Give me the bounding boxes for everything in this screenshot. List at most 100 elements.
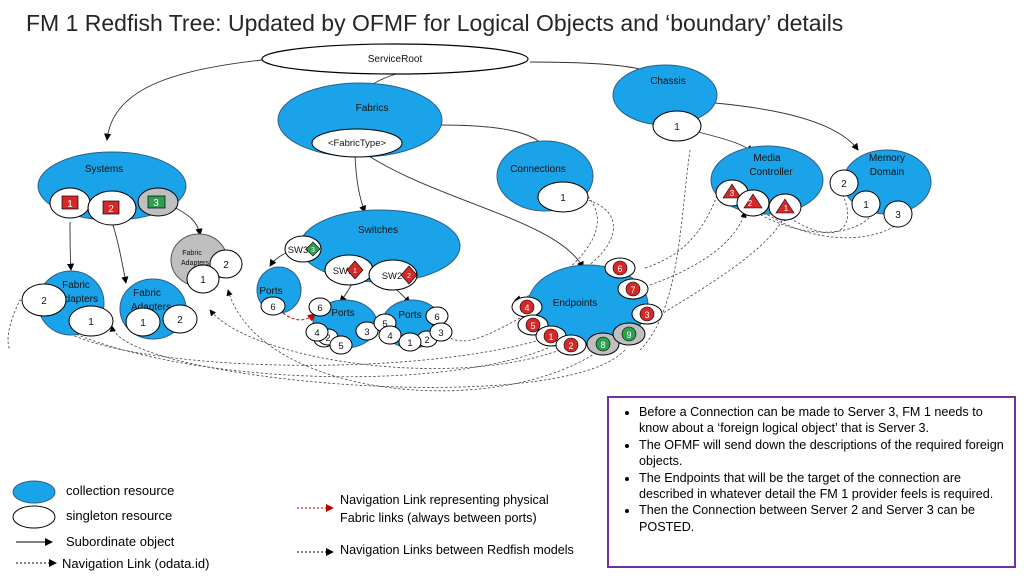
endpoints-collection[interactable]: Endpoints 6 7 3 4 5 1 2 8 9 [511, 257, 663, 356]
system-3-badge: 3 [153, 198, 159, 209]
endpoints-label: Endpoints [553, 298, 597, 309]
p2-port-1: 1 [407, 338, 412, 349]
legend-singleton-swatch [12, 505, 56, 529]
endpoint-8: 8 [600, 340, 605, 350]
ports-sw1-label: Ports [331, 308, 354, 319]
fabric-adapters-mid-collection[interactable]: Fabric Adapters 1 2 [119, 278, 198, 340]
note-item: The OFMF will send down the descriptions… [639, 437, 1006, 470]
p2-port-4: 4 [387, 331, 392, 342]
left-fa-label-1: Fabric [62, 280, 90, 291]
ports-sw2-label: Ports [398, 310, 421, 321]
p1-port-3: 3 [364, 327, 369, 338]
service-root-label: ServiceRoot [368, 54, 423, 65]
memory-domain-item-2: 2 [841, 179, 847, 190]
system-2-badge: 2 [108, 204, 114, 215]
note-item: The Endpoints that will be the target of… [639, 470, 1006, 503]
mid-fa-item-2: 2 [177, 315, 183, 326]
ports-sw1-collection[interactable]: Ports 6 1 2 4 5 3 [305, 297, 379, 355]
fabric-adapters-gray-collection[interactable]: Fabric Adapters 2 1 [170, 233, 243, 294]
legend-odata-label: Navigation Link (odata.id) [62, 556, 210, 571]
legend-physical-line-2: Fabric links (always between ports) [340, 511, 537, 525]
notes-box: Before a Connection can be made to Serve… [607, 396, 1016, 568]
media-controller-label-2: Controller [749, 167, 793, 178]
legend-shapes [12, 480, 334, 567]
switches-collection[interactable]: Switches SW3 3 SW1 1 SW2 2 [284, 209, 461, 291]
media-controller-item-1: 1 [784, 204, 789, 213]
endpoint-1: 1 [548, 332, 553, 342]
sw3-badge: 3 [311, 247, 315, 254]
legend-physical-label: Navigation Link representing physical Fa… [340, 491, 549, 527]
switches-label: Switches [358, 225, 398, 236]
legend-collection-swatch [12, 480, 56, 504]
endpoint-7: 7 [630, 285, 635, 295]
sw3-label: SW3 [288, 245, 309, 256]
endpoint-5: 5 [530, 321, 535, 331]
p2-port-5: 5 [382, 319, 387, 330]
fabrics-label: Fabrics [356, 103, 389, 114]
left-fa-item-1: 1 [88, 317, 94, 328]
memory-domain-label-1: Memory [869, 153, 905, 164]
p1-port-6: 6 [317, 303, 322, 314]
legend-models-label: Navigation Links between Redfish models [340, 543, 574, 557]
navigation-links [7, 149, 901, 392]
media-controller-collection[interactable]: Media Controller 3 2 1 [710, 145, 824, 221]
mid-fa-label-2: Adapters [131, 302, 171, 313]
chassis-item-1: 1 [674, 122, 680, 133]
endpoint-2: 2 [568, 341, 573, 351]
sw2-label: SW2 [382, 271, 403, 282]
ports-sw3-collection[interactable]: Ports 6 [256, 266, 302, 316]
systems-collection[interactable]: Systems 1 2 3 [37, 151, 187, 226]
slide-title: FM 1 Redfish Tree: Updated by OFMF for L… [26, 10, 844, 36]
legend-singleton-label: singleton resource [66, 508, 173, 523]
system-1-badge: 1 [67, 199, 73, 210]
p2-port-3: 3 [438, 328, 443, 339]
service-root-node[interactable]: ServiceRoot [261, 43, 529, 75]
memory-domain-collection[interactable]: Memory Domain 2 1 3 [829, 149, 932, 228]
chassis-label: Chassis [650, 76, 686, 87]
p1-port-4: 4 [314, 328, 319, 339]
endpoint-9: 9 [626, 330, 631, 340]
media-controller-label-1: Media [753, 153, 781, 164]
p1-port-5: 5 [338, 341, 343, 352]
fabric-type-label: <FabricType> [328, 138, 387, 149]
mid-fa-item-1: 1 [140, 318, 146, 329]
gray-fa-item-1: 1 [200, 275, 206, 286]
media-controller-item-2: 2 [748, 199, 753, 208]
connections-label: Connections [510, 164, 566, 175]
sw2-badge: 2 [407, 273, 411, 280]
memory-domain-item-3: 3 [895, 210, 901, 221]
ports-sw3-label: Ports [259, 286, 282, 297]
systems-label: Systems [85, 164, 123, 175]
sw1-label: SW1 [333, 266, 354, 277]
endpoint-4: 4 [524, 303, 529, 313]
note-item: Before a Connection can be made to Serve… [639, 404, 1006, 437]
connections-collection[interactable]: Connections 1 [496, 140, 594, 213]
endpoint-6: 6 [617, 264, 622, 274]
ports-sw2-collection[interactable]: Ports 6 5 4 2 3 1 [373, 299, 453, 352]
p2-port-2: 2 [424, 335, 429, 345]
fabrics-collection[interactable]: Fabrics <FabricType> [277, 82, 443, 158]
memory-domain-label-2: Domain [870, 167, 904, 178]
connection-1: 1 [560, 193, 566, 204]
legend-collection-label: collection resource [66, 483, 175, 498]
left-fa-label-2: Adapters [58, 294, 98, 305]
ports-sw3-item-6: 6 [270, 302, 275, 313]
gray-fa-label-2: Adapters [181, 260, 210, 267]
physical-fabric-link [282, 312, 316, 322]
sw1-badge: 1 [353, 268, 357, 275]
p1-port-2: 2 [325, 333, 330, 343]
endpoint-3: 3 [644, 310, 649, 320]
mid-fa-label-1: Fabric [133, 288, 161, 299]
note-item: Then the Connection between Server 2 and… [639, 502, 1006, 535]
p2-port-6: 6 [434, 312, 439, 323]
gray-fa-item-2: 2 [223, 260, 229, 271]
memory-domain-item-1: 1 [863, 200, 869, 211]
gray-fa-label-1: Fabric [182, 250, 202, 257]
media-controller-item-3: 3 [730, 189, 735, 198]
fabric-adapters-left-collection[interactable]: Fabric Adapters 2 1 [21, 270, 114, 337]
legend-physical-line-1: Navigation Link representing physical [340, 493, 549, 507]
legend-subordinate-label: Subordinate object [66, 534, 175, 549]
chassis-collection[interactable]: Chassis 1 [612, 64, 718, 142]
left-fa-item-2: 2 [41, 296, 47, 307]
